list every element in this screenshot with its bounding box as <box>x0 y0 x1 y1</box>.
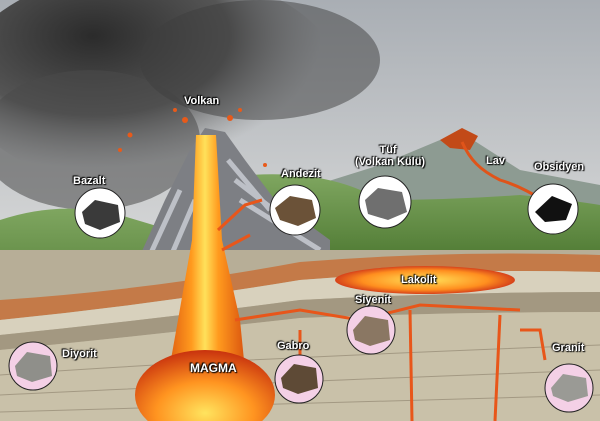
label-lakolit: Lakolit <box>401 274 437 286</box>
speckled-rock-icon <box>353 316 390 346</box>
magma-chamber <box>135 350 275 421</box>
speckled-rock-icon <box>551 374 588 402</box>
label-lav: Lav <box>486 155 505 167</box>
label-volkan: Volkan <box>184 95 220 107</box>
magma-conduit <box>160 135 250 421</box>
grey-rock-icon <box>365 188 407 220</box>
rock-sample-obsidyen <box>527 183 579 235</box>
rock-sample-gabro <box>274 354 324 404</box>
ash-cloud-right <box>140 0 380 120</box>
grass-right <box>250 174 600 260</box>
eruption-spatter <box>118 108 267 167</box>
rock-sample-bazalt <box>74 187 126 239</box>
label-bazalt: Bazalt <box>73 175 106 187</box>
label-siyenit: Siyenit <box>355 294 392 306</box>
rock-sample-andezit <box>269 184 321 236</box>
label-diyorit: Diyorit <box>62 348 97 360</box>
rock-sample-granit <box>544 363 594 413</box>
rock-sample-tuf <box>358 175 412 229</box>
dark-rock-icon <box>82 200 120 230</box>
rock-sample-siyenit <box>346 305 396 355</box>
brown-rock-icon <box>281 364 318 394</box>
label-magma: MAGMA <box>190 361 237 375</box>
lakolit-intrusion <box>335 266 515 294</box>
ash-cloud-left <box>0 70 200 210</box>
small-volcano-crater <box>440 128 478 150</box>
label-tuf: Tüf (Volkan Külü) <box>355 144 426 168</box>
black-glass-rock-icon <box>535 196 572 222</box>
label-andezit: Andezit <box>281 168 321 180</box>
label-obsidyen: Obsidyen <box>534 161 585 173</box>
rock-sample-diyorit <box>8 341 58 391</box>
label-gabro: Gabro <box>277 340 310 352</box>
label-tuf-line2: (Volkan Külü) <box>355 156 426 168</box>
brown-rock-icon <box>275 196 316 226</box>
label-granit: Granit <box>552 342 585 354</box>
label-tuf-line1: Tüf <box>379 144 397 156</box>
speckled-rock-icon <box>15 352 52 382</box>
